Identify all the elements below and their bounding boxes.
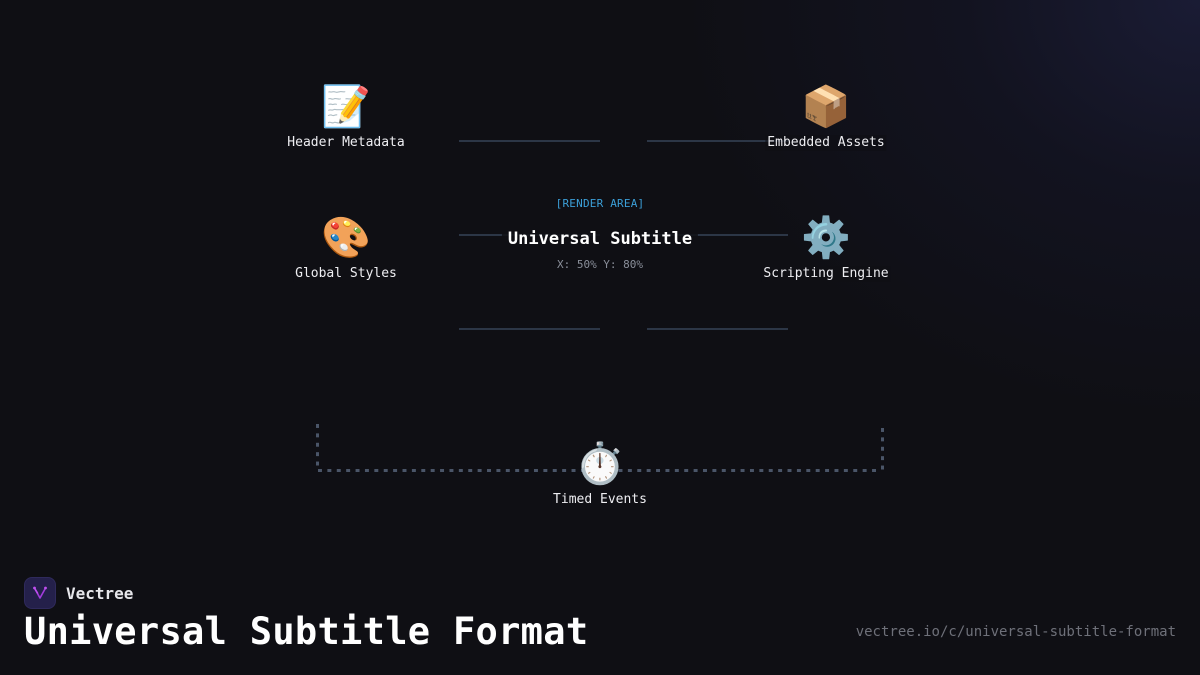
timeline-connector [318,469,880,472]
connector-bottom-right [647,328,788,330]
stopwatch-icon: ⏱️ [575,441,625,487]
vectree-logo-icon [24,577,56,609]
node-label: Embedded Assets [765,135,887,151]
page-url[interactable]: vectree.io/c/universal-subtitle-format [855,624,1176,640]
node-global-styles[interactable]: 🎨 Global Styles [293,214,399,282]
center-node-title: Universal Subtitle [501,229,699,249]
palette-icon: 🎨 [321,215,371,261]
node-label: Scripting Engine [761,266,891,282]
node-label: Global Styles [293,266,399,282]
package-box-icon: 📦 [801,84,851,130]
connector-scripting-engine [647,234,788,236]
brand[interactable]: Vectree [24,577,133,609]
center-node-coords: X: 50% Y: 80% [556,258,644,271]
node-label: Timed Events [551,492,649,508]
connector-bottom-left [459,328,600,330]
node-header-metadata[interactable]: 📝 Header Metadata [285,83,407,151]
connector-embedded-assets [647,140,788,142]
node-timed-events[interactable]: ⏱️ Timed Events [551,440,649,508]
node-label: Header Metadata [285,135,407,151]
node-embedded-assets[interactable]: 📦 Embedded Assets [765,83,887,151]
render-area-tag: [RENDER AREA] [555,197,645,210]
timeline-right-riser [881,428,884,472]
memo-pencil-icon: 📝 [321,84,371,130]
connector-header-metadata [459,140,600,142]
timeline-left-riser [316,424,319,468]
brand-name: Vectree [66,583,134,603]
gear-icon: ⚙️ [801,215,851,261]
page-title: Universal Subtitle Format [24,610,589,653]
node-scripting-engine[interactable]: ⚙️ Scripting Engine [761,214,891,282]
